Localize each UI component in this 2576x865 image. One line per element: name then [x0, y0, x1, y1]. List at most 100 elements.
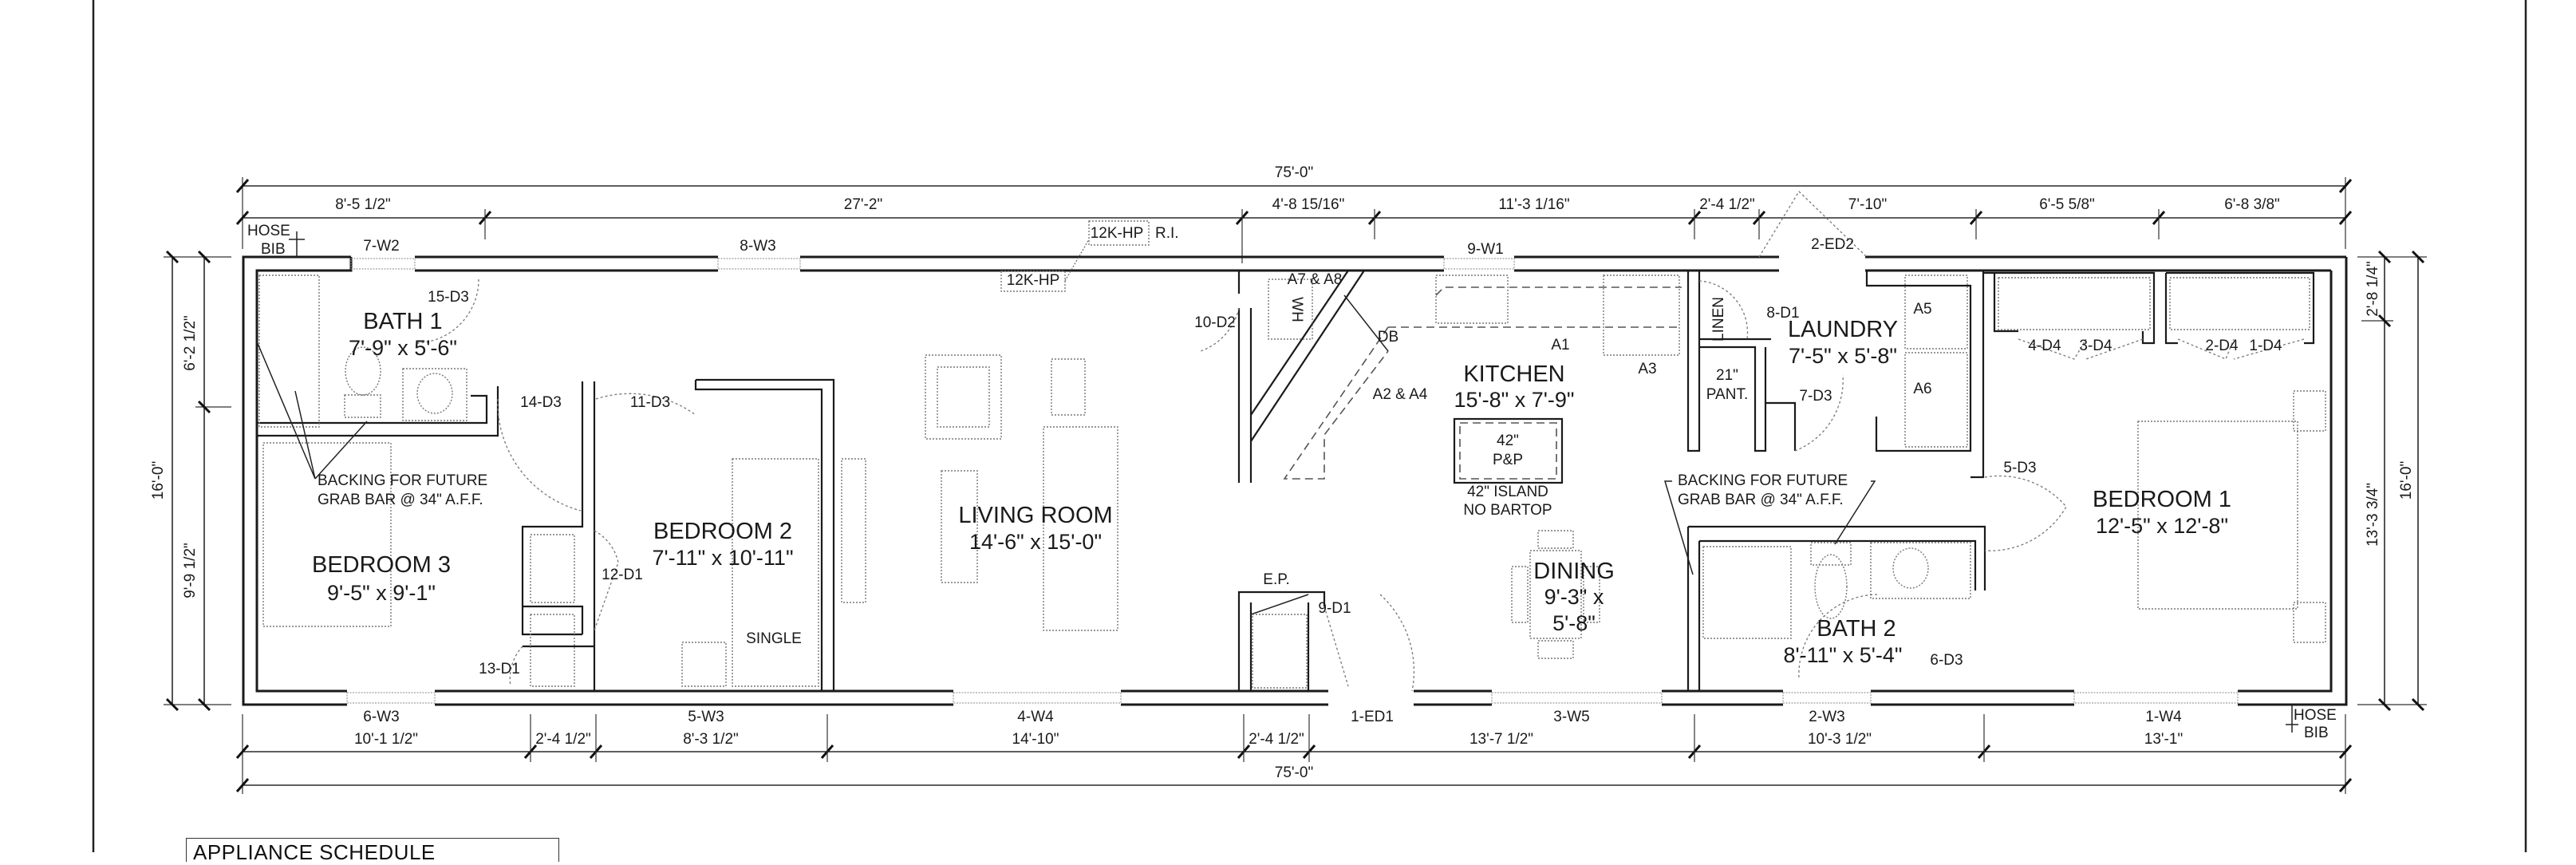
- window-tag-2-w3: 2-W3: [1809, 709, 1844, 725]
- dim-left-overall: 16'-0": [150, 461, 167, 500]
- exterior-walls: [242, 255, 2348, 706]
- dim-bottom-4: 14'-10": [1012, 731, 1059, 748]
- hose-bib-top-2: BIB: [261, 241, 286, 258]
- dim-right-overall: 16'-0": [2398, 461, 2415, 500]
- pantry-label-2: PANT.: [1706, 386, 1748, 403]
- room-size-bath2: 8'-11" x 5'-4": [1783, 643, 1902, 667]
- interior-walls: [257, 270, 2315, 691]
- linen-label: LINEN: [1710, 297, 1727, 342]
- room-name-bath1: BATH 1: [363, 309, 442, 334]
- dim-top-1: 8'-5 1/2": [335, 196, 391, 213]
- room-name-laundry: LAUNDRY: [1788, 317, 1898, 342]
- dim-bottom-2: 2'-4 1/2": [535, 731, 591, 748]
- dim-bottom-3: 8'-3 1/2": [683, 731, 739, 748]
- room-labels: BATH 1 7'-9" x 5'-6" BEDROOM 3 9'-5" x 9…: [312, 297, 2231, 667]
- island-type: P&P: [1493, 452, 1523, 468]
- dim-bottom-1: 10'-1 1/2": [354, 731, 418, 748]
- door-tag-10-d2: 10-D2: [1194, 314, 1236, 331]
- dim-bottom-6: 13'-7 1/2": [1469, 731, 1533, 748]
- door-tag-3-d4: 3-D4: [2079, 338, 2112, 354]
- door-tag-7-d3: 7-D3: [1799, 388, 1832, 405]
- window-tag-4-w4: 4-W4: [1017, 709, 1054, 725]
- door-tag-2-d4: 2-D4: [2205, 338, 2239, 354]
- room-size-bedroom3: 9'-5" x 9'-1": [327, 581, 436, 605]
- right-dimensions: 2'-8 1/4" 13'-3 3/4" 16'-0": [2357, 250, 2427, 712]
- island-note-1: 42" ISLAND: [1467, 484, 1548, 500]
- room-name-dining: DINING: [1533, 559, 1615, 584]
- window-tag-9-w1: 9-W1: [1467, 241, 1503, 258]
- dim-top-3: 4'-8 15/16": [1272, 196, 1345, 213]
- island-note-2: NO BARTOP: [1463, 502, 1552, 519]
- door-tag-11-d3: 11-D3: [630, 394, 670, 411]
- door-tag-4-d4: 4-D4: [2028, 338, 2061, 354]
- window-tag-8-w3: 8-W3: [740, 238, 775, 255]
- room-size-bedroom2: 7'-11" x 10'-11": [652, 546, 793, 570]
- fixtures: [258, 220, 2326, 689]
- appliance-tag-a7-a8: A7 & A8: [1288, 271, 1343, 288]
- dim-right-2: 13'-3 3/4": [2365, 483, 2381, 547]
- appliance-tag-a6: A6: [1913, 381, 1931, 397]
- room-name-bedroom3: BEDROOM 3: [312, 552, 451, 578]
- heat-pump-label-lower: 12K-HP: [1007, 272, 1060, 289]
- heat-pump-label: 12K-HP: [1091, 225, 1144, 242]
- left-dimensions: 16'-0" 6'-2 1/2" 9'-9 1/2": [150, 250, 231, 712]
- appliance-tag-db: DB: [1378, 329, 1398, 346]
- grab-bar-note-left-2: GRAB BAR @ 34" A.F.F.: [318, 492, 483, 508]
- room-size-living: 14'-6" x 15'-0": [969, 530, 1102, 554]
- dim-top-4: 11'-3 1/16": [1498, 196, 1569, 213]
- dim-top-7: 6'-5 5/8": [2039, 196, 2095, 213]
- room-size-kitchen: 15'-8" x 7'-9": [1454, 388, 1574, 412]
- door-tag-5-d3: 5-D3: [2003, 460, 2036, 476]
- door-tag-6-d3: 6-D3: [1930, 652, 1963, 669]
- door-tag-12-d1: 12-D1: [602, 567, 643, 583]
- door-tags: 1-ED1 2-ED2 15-D3 14-D3 11-D3 12-D1 13-D…: [428, 236, 2282, 725]
- top-dimensions: 75'-0" 8'-5 1/2" 27'-2" 4'-8 15/16" 11'-…: [235, 164, 2353, 263]
- dim-top-6: 7'-10": [1848, 196, 1887, 213]
- door-tag-15-d3: 15-D3: [428, 289, 469, 306]
- door-tag-2-ed2: 2-ED2: [1811, 236, 1854, 253]
- dim-left-1: 6'-2 1/2": [182, 315, 199, 371]
- bottom-dimensions: 10'-1 1/2" 2'-4 1/2" 8'-3 1/2" 14'-10" 2…: [235, 714, 2353, 794]
- dim-left-2: 9'-9 1/2": [182, 543, 199, 598]
- window-tag-1-w4: 1-W4: [2145, 709, 2182, 725]
- bed-single-label: SINGLE: [746, 630, 802, 647]
- door-tag-13-d1: 13-D1: [479, 661, 520, 677]
- appliance-schedule-table: APPLIANCE SCHEDULE: [186, 838, 559, 864]
- dim-top-2: 27'-2": [844, 196, 882, 213]
- room-size-dining-2: 5'-8": [1552, 611, 1596, 635]
- heat-pump-ri: R.I.: [1155, 225, 1179, 242]
- grab-bar-note-left-1: BACKING FOR FUTURE: [318, 472, 487, 489]
- pantry-label-1: 21": [1716, 367, 1738, 384]
- appliance-tag-a1: A1: [1551, 337, 1569, 354]
- grab-bar-note-right-1: BACKING FOR FUTURE: [1678, 472, 1848, 489]
- island-size: 42": [1497, 432, 1519, 449]
- appliance-tag-a5: A5: [1913, 301, 1931, 318]
- hose-bib-bottom-2: BIB: [2304, 725, 2329, 741]
- appliance-schedule-title: APPLIANCE SCHEDULE: [193, 840, 436, 864]
- dim-bottom-overall: 75'-0": [1275, 764, 1313, 781]
- dim-bottom-8: 13'-1": [2144, 731, 2183, 748]
- dim-top-overall: 75'-0": [1275, 164, 1313, 181]
- room-name-bedroom1: BEDROOM 1: [2093, 487, 2231, 512]
- dim-bottom-5: 2'-4 1/2": [1249, 731, 1304, 748]
- door-tag-1-d4: 1-D4: [2249, 338, 2282, 354]
- grab-bar-note-right-2: GRAB BAR @ 34" A.F.F.: [1678, 492, 1844, 508]
- hose-bib-top-1: HOSE: [247, 223, 290, 239]
- window-tags: 7-W2 8-W3 9-W1 6-W3 5-W3 4-W4 3-W5 2-W3 …: [363, 238, 2182, 725]
- ep-label: E.P.: [1263, 571, 1289, 588]
- room-name-living: LIVING ROOM: [958, 503, 1112, 528]
- door-tag-1-ed1: 1-ED1: [1351, 709, 1394, 725]
- dim-right-1: 2'-8 1/4": [2365, 261, 2381, 317]
- dim-top-5: 2'-4 1/2": [1699, 196, 1755, 213]
- window-tag-6-w3: 6-W3: [363, 709, 399, 725]
- dim-top-8: 6'-8 3/8": [2224, 196, 2280, 213]
- room-size-bedroom1: 12'-5" x 12'-8": [2096, 514, 2228, 538]
- window-tag-3-w5: 3-W5: [1553, 709, 1589, 725]
- hose-bib-bottom-1: HOSE: [2294, 707, 2337, 724]
- room-name-bath2: BATH 2: [1817, 616, 1896, 642]
- appliance-tags: A7 & A8 DB A1 A3 A2 & A4 A5 A6 WH 42" P&…: [1288, 271, 1932, 519]
- door-tag-8-d1: 8-D1: [1766, 305, 1799, 322]
- room-size-bath1: 7'-9" x 5'-6": [349, 336, 457, 360]
- dim-bottom-7: 10'-3 1/2": [1808, 731, 1872, 748]
